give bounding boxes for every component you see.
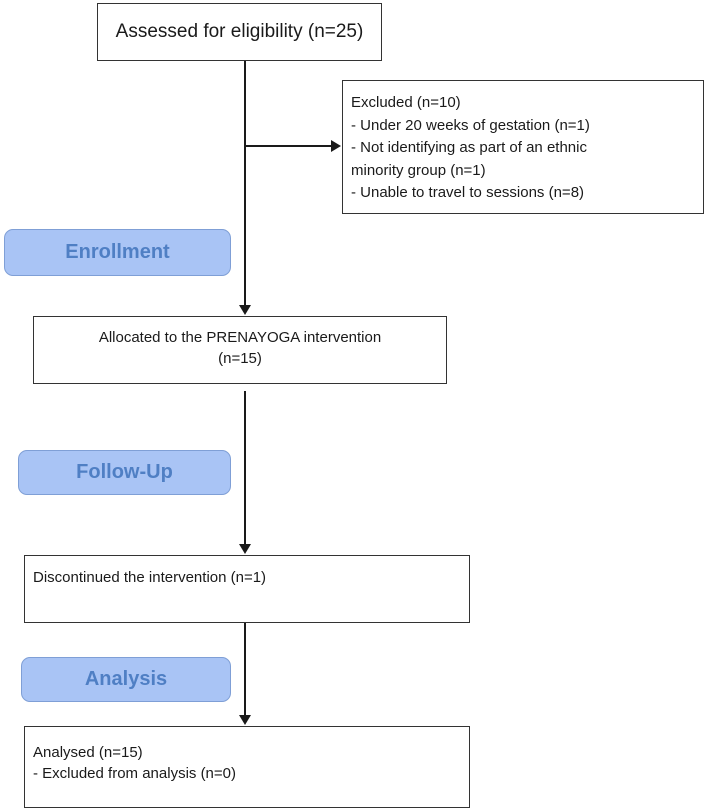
stage-follow-up: Follow-Up (18, 450, 231, 495)
assessed-box: Assessed for eligibility (n=25) (97, 3, 382, 61)
connector-to-excluded (245, 145, 331, 147)
excluded-reason-travel: - Unable to travel to sessions (n=8) (351, 184, 585, 201)
allocated-box: Allocated to the PRENAYOGA intervention … (33, 316, 447, 384)
allocated-line-1: Allocated to the PRENAYOGA intervention (98, 329, 382, 346)
excluded-reason-ethnic: - Not identifying as part of an ethnic (351, 139, 587, 156)
excluded-reason-ethnic-cont: minority group (n=1) (351, 161, 486, 179)
analysed-line-1: Analysed (n=15) (33, 744, 143, 761)
stage-analysis: Analysis (21, 657, 231, 702)
assessed-text: Assessed for eligibility (n=25) (115, 21, 364, 42)
excluded-reason-gestation: - Under 20 weeks of gestation (n=1) (351, 116, 590, 134)
connector-assessed-to-allocated (244, 61, 246, 306)
excluded-title: Excluded (n=10) (351, 94, 461, 111)
connector-allocated-to-discontinued (244, 391, 246, 545)
analysed-line-2: - Excluded from analysis (n=0) (33, 765, 236, 782)
analysed-box: Analysed (n=15) - Excluded from analysis… (24, 726, 470, 808)
stage-follow-up-label: Follow-Up (76, 461, 173, 483)
connector-discontinued-to-analysed (244, 623, 246, 716)
excluded-box: Excluded (n=10) - Under 20 weeks of gest… (342, 80, 704, 214)
arrowhead-to-analysed (239, 715, 251, 725)
arrowhead-to-discontinued (239, 544, 251, 554)
stage-analysis-label: Analysis (84, 668, 168, 690)
discontinued-box: Discontinued the intervention (n=1) (24, 555, 470, 623)
stage-enrollment-label: Enrollment (65, 241, 170, 263)
discontinued-text: Discontinued the intervention (n=1) (33, 569, 267, 586)
arrowhead-to-allocated (239, 305, 251, 315)
stage-enrollment: Enrollment (4, 229, 231, 276)
allocated-line-2: (n=15) (218, 350, 262, 367)
arrowhead-to-excluded (331, 140, 341, 152)
